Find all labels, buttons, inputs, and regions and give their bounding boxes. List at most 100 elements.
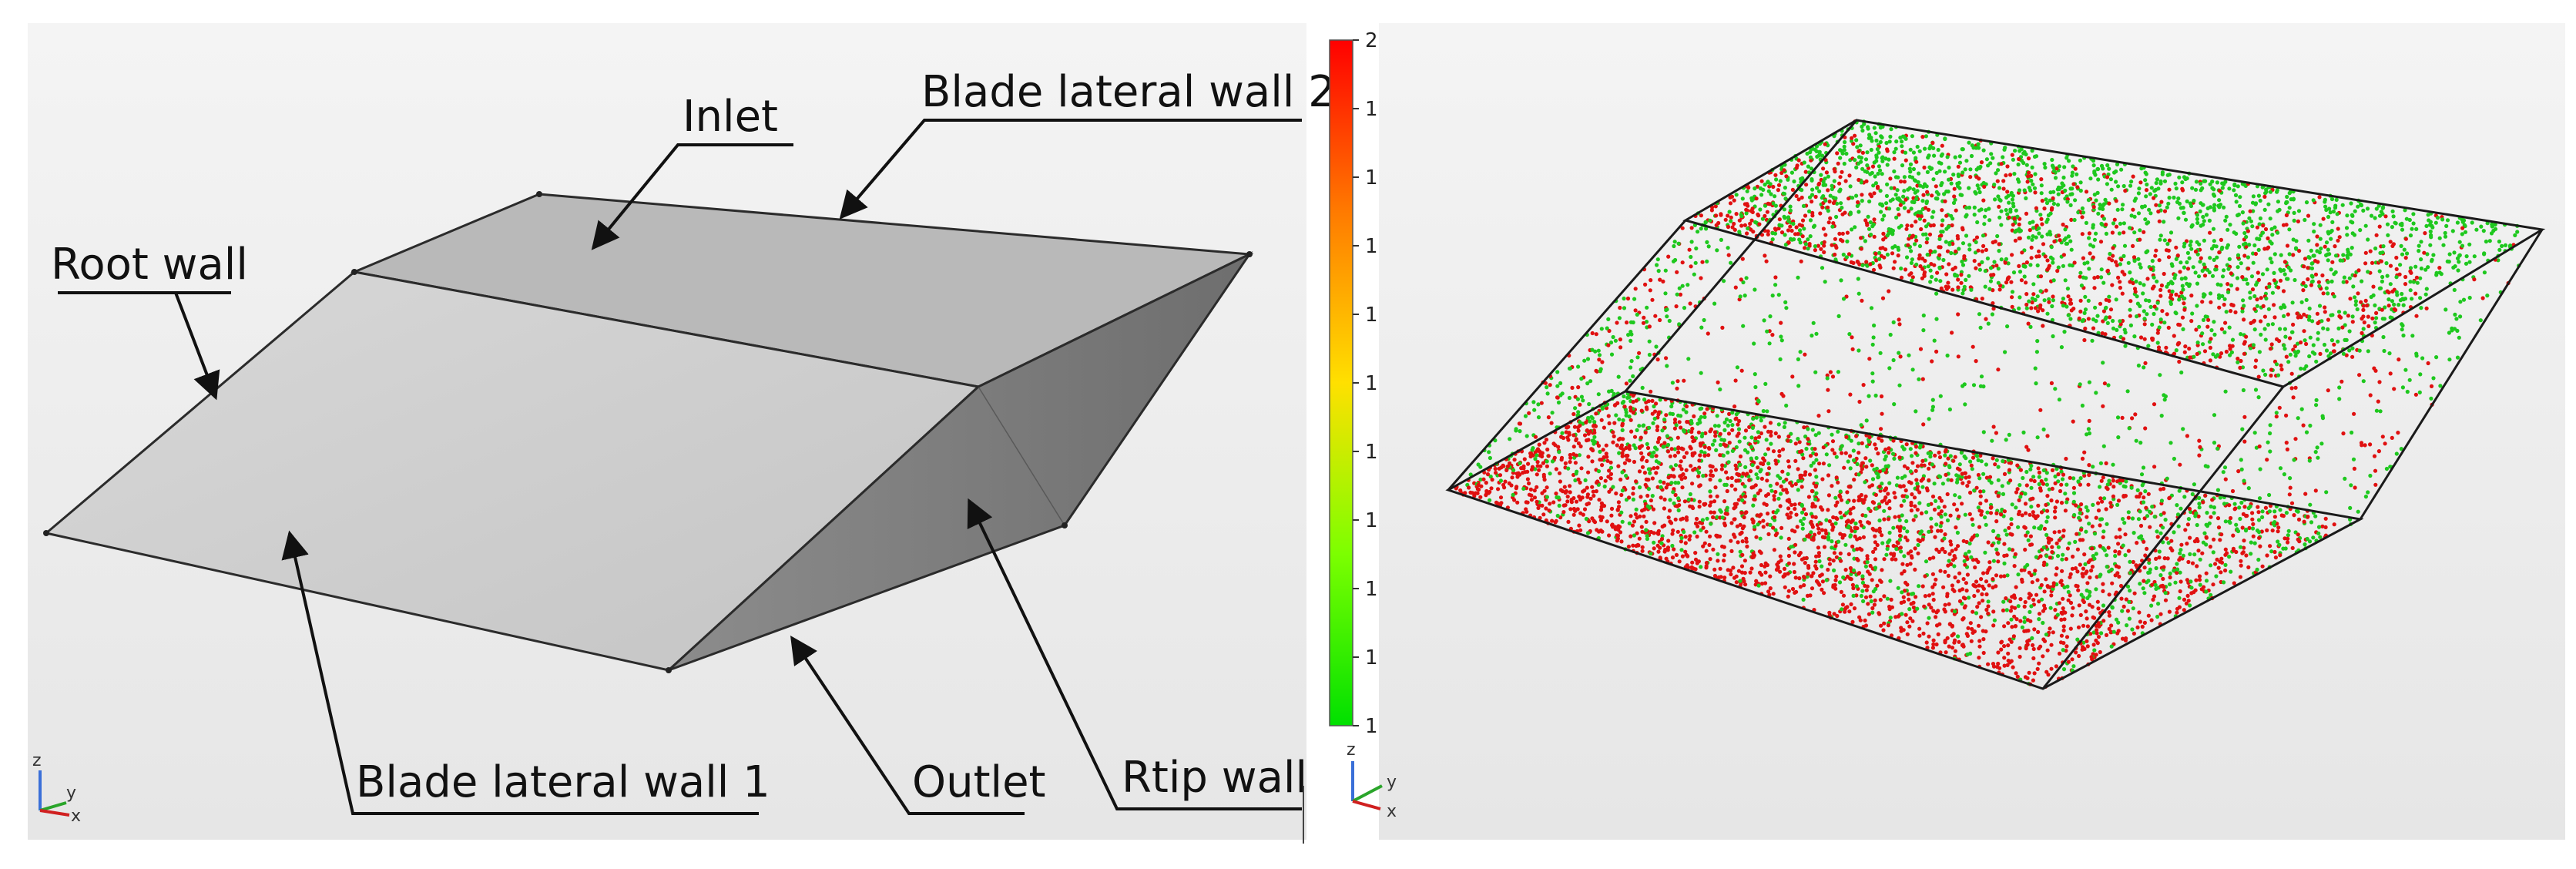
particle (1616, 438, 1622, 442)
particle (2064, 557, 2068, 562)
particle (2081, 623, 2086, 628)
particle (2037, 470, 2041, 475)
particle (2128, 307, 2132, 312)
particle (2467, 260, 2472, 264)
particle (2044, 197, 2048, 202)
particle (1814, 579, 1820, 584)
particle (1676, 508, 1681, 513)
particle (1865, 263, 1870, 268)
particle (1979, 160, 1984, 165)
particle (1934, 498, 1938, 504)
particle (1782, 207, 1786, 212)
rtip-edge (978, 386, 1065, 526)
particle (2270, 290, 2275, 295)
particle (1944, 272, 1949, 277)
particle (1909, 206, 1914, 211)
particle (2024, 469, 2029, 475)
particle (1898, 203, 1903, 207)
particle (1800, 188, 1804, 193)
particle (2350, 231, 2355, 236)
particle (1920, 135, 1925, 139)
particle (2122, 221, 2126, 226)
particle (1656, 528, 1661, 533)
particle (1690, 481, 1695, 486)
particle (1730, 225, 1735, 230)
particle (2236, 184, 2240, 189)
particle (2411, 212, 2416, 216)
particle (2211, 226, 2216, 231)
particle (1968, 167, 1973, 172)
particle (1927, 593, 1932, 598)
particle (1723, 217, 1728, 222)
particle (2071, 554, 2075, 559)
particle (1814, 491, 1819, 495)
particle (1955, 466, 1961, 471)
particle (2167, 173, 2172, 177)
particle (2206, 317, 2211, 322)
particle (1611, 440, 1615, 445)
particle (2054, 166, 2059, 171)
particle (1906, 243, 1910, 247)
particle (1714, 448, 1719, 453)
particle (1833, 196, 1838, 200)
particle (1565, 495, 1570, 499)
particle (1972, 259, 1977, 263)
particle (1806, 164, 1810, 169)
particle (2142, 565, 2147, 570)
particle (2290, 300, 2295, 305)
particle (1742, 448, 1748, 452)
particle (1818, 211, 1823, 216)
particle (1854, 193, 1859, 198)
particle (1907, 624, 1912, 629)
particle (2094, 638, 2098, 643)
particle (1820, 528, 1824, 532)
particle (2441, 243, 2446, 247)
particle (1716, 552, 1720, 556)
particle (2351, 284, 2356, 289)
particle (2195, 216, 2199, 221)
particle (2470, 220, 2474, 225)
particle (1695, 516, 1699, 522)
particle (1848, 454, 1853, 458)
particle (1902, 180, 1907, 184)
particle (2437, 266, 2442, 270)
particle (1951, 632, 1956, 636)
particle (1910, 175, 1915, 180)
particle (2071, 485, 2076, 490)
particle (2158, 237, 2162, 242)
particle (2079, 502, 2084, 507)
particle (1963, 604, 1967, 609)
particle (2071, 664, 2076, 669)
particle (2018, 270, 2023, 274)
particle (2303, 542, 2307, 547)
particle (1944, 240, 1948, 244)
particle (1830, 439, 1836, 444)
particle (2299, 315, 2303, 320)
particle (1676, 496, 1681, 501)
particle (2179, 277, 2184, 281)
particle (2290, 545, 2295, 551)
particle (2276, 200, 2280, 204)
particle (1981, 243, 1986, 248)
particle (2158, 317, 2163, 322)
particle (1907, 607, 1912, 612)
particle (1845, 230, 1850, 235)
particle (1676, 481, 1681, 485)
particle (2166, 325, 2171, 330)
particle (2148, 192, 2152, 196)
particle (1832, 179, 1836, 183)
particle (2272, 315, 2277, 320)
particle (2272, 303, 2276, 307)
particle (2264, 296, 2269, 301)
particle (2339, 315, 2343, 320)
particle (2031, 234, 2035, 239)
particle (2032, 671, 2037, 676)
particle (2315, 243, 2319, 247)
particle (2018, 483, 2022, 488)
particle (1774, 177, 1779, 182)
particle (2101, 309, 2106, 314)
particle (2059, 501, 2064, 505)
particle (1782, 214, 1786, 219)
particle (1919, 214, 1924, 219)
particle (2096, 501, 2101, 505)
